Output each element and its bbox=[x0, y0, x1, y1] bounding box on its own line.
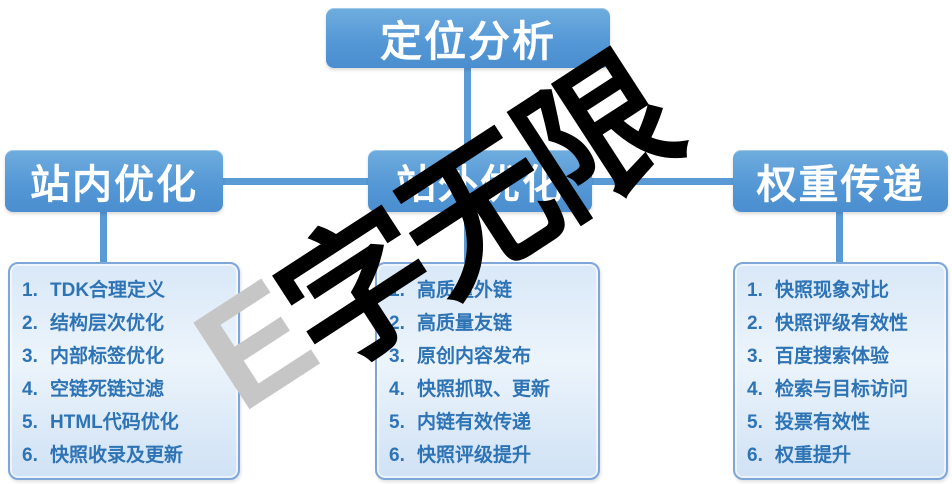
list-item-text: 高质量外链 bbox=[417, 280, 513, 301]
node-branch-onsite-label: 站内优化 bbox=[30, 163, 198, 207]
list-item: 1. 高质量外链 bbox=[389, 274, 590, 307]
list-item: 3. 原创内容发布 bbox=[389, 340, 590, 373]
list-item-number: 2. bbox=[747, 313, 763, 334]
panel-weight-list: 1. 快照现象对比 2. 快照评级有效性 3. 百度搜索体验 4. 检索与目标访问 5.… bbox=[733, 262, 948, 480]
list-item-text: TDK合理定义 bbox=[50, 280, 166, 301]
list-item: 4. 快照抓取、更新 bbox=[389, 373, 590, 406]
list-item-number: 5. bbox=[389, 412, 405, 433]
panel-offsite-list: 1. 高质量外链 2. 高质量友链 3. 原创内容发布 4. 快照抓取、更新 5. 内链有… bbox=[375, 262, 600, 480]
list-item-number: 1. bbox=[389, 280, 405, 301]
node-branch-weight: 权重传递 bbox=[733, 150, 948, 212]
connector-branch1-to-panel1 bbox=[100, 210, 107, 270]
list-item: 4. 检索与目标访问 bbox=[747, 373, 938, 406]
list-item-text: 投票有效性 bbox=[775, 412, 871, 433]
list-item: 1. 快照现象对比 bbox=[747, 274, 938, 307]
list-item: 1. TDK合理定义 bbox=[22, 274, 230, 307]
list-item: 5. 投票有效性 bbox=[747, 406, 938, 439]
list-item: 6. 快照评级提升 bbox=[389, 439, 590, 472]
list-item-text: 快照抓取、更新 bbox=[417, 379, 551, 400]
list-item-text: 空链死链过滤 bbox=[50, 379, 165, 400]
list-item-text: 快照评级有效性 bbox=[775, 313, 909, 334]
list-item-number: 6. bbox=[389, 445, 405, 466]
connector-branch2-to-panel2 bbox=[464, 210, 471, 270]
connector-branch3-to-panel3 bbox=[836, 210, 843, 270]
node-branch-offsite: 站外优化 bbox=[368, 150, 592, 212]
panel-onsite-list: 1. TDK合理定义 2. 结构层次优化 3. 内部标签优化 4. 空链死链过滤 5. H… bbox=[8, 262, 240, 480]
list-item-text: 结构层次优化 bbox=[50, 313, 165, 334]
list-item-number: 5. bbox=[22, 412, 38, 433]
list-item-text: 快照评级提升 bbox=[417, 445, 532, 466]
list-item: 5. HTML代码优化 bbox=[22, 406, 230, 439]
list-item-text: 权重提升 bbox=[775, 445, 852, 466]
list-item: 3. 百度搜索体验 bbox=[747, 340, 938, 373]
list-item-number: 2. bbox=[22, 313, 38, 334]
list-item-number: 5. bbox=[747, 412, 763, 433]
list-item-text: 内部标签优化 bbox=[50, 346, 165, 367]
list-item: 3. 内部标签优化 bbox=[22, 340, 230, 373]
list-item-number: 4. bbox=[22, 379, 38, 400]
node-root: 定位分析 bbox=[326, 8, 610, 68]
connector-root-to-branches bbox=[464, 66, 471, 186]
list-item: 6. 快照收录及更新 bbox=[22, 439, 230, 472]
list-item-number: 3. bbox=[22, 346, 38, 367]
list-item-number: 3. bbox=[747, 346, 763, 367]
list-item: 2. 高质量友链 bbox=[389, 307, 590, 340]
list-item-text: 内链有效传递 bbox=[417, 412, 532, 433]
list-item: 2. 快照评级有效性 bbox=[747, 307, 938, 340]
list-item-number: 3. bbox=[389, 346, 405, 367]
list-item-number: 6. bbox=[747, 445, 763, 466]
list-item-number: 4. bbox=[389, 379, 405, 400]
node-branch-weight-label: 权重传递 bbox=[756, 163, 925, 207]
list-item-number: 6. bbox=[22, 445, 38, 466]
node-root-label: 定位分析 bbox=[379, 17, 556, 65]
list-item-text: HTML代码优化 bbox=[50, 412, 179, 433]
list-item-number: 1. bbox=[22, 280, 38, 301]
list-item-text: 快照收录及更新 bbox=[50, 445, 184, 466]
list-item-text: 检索与目标访问 bbox=[775, 379, 909, 400]
list-item-number: 1. bbox=[747, 280, 763, 301]
list-item: 5. 内链有效传递 bbox=[389, 406, 590, 439]
list-item-text: 快照现象对比 bbox=[775, 280, 890, 301]
list-item-number: 2. bbox=[389, 313, 405, 334]
node-branch-offsite-label: 站外优化 bbox=[396, 163, 564, 207]
node-branch-onsite: 站内优化 bbox=[5, 150, 223, 212]
list-item: 6. 权重提升 bbox=[747, 439, 938, 472]
list-item-text: 高质量友链 bbox=[417, 313, 513, 334]
list-item-text: 原创内容发布 bbox=[417, 346, 532, 367]
list-item: 4. 空链死链过滤 bbox=[22, 373, 230, 406]
list-item-number: 4. bbox=[747, 379, 763, 400]
list-item-text: 百度搜索体验 bbox=[775, 346, 890, 367]
list-item: 2. 结构层次优化 bbox=[22, 307, 230, 340]
